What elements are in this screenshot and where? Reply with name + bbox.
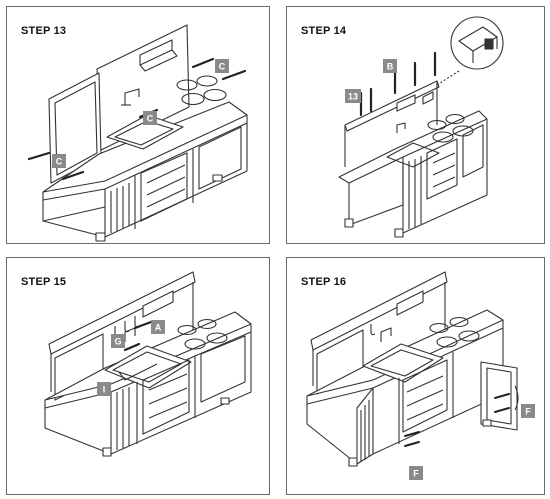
part-label-g: G bbox=[111, 334, 125, 348]
step-15-illustration: G A I bbox=[44, 271, 252, 457]
svg-text:B: B bbox=[387, 62, 394, 72]
svg-text:F: F bbox=[413, 469, 419, 479]
part-label-c: C bbox=[143, 111, 157, 125]
step-14-illustration: B 13 bbox=[338, 16, 504, 238]
part-label-c: C bbox=[52, 154, 66, 168]
part-label-b: B bbox=[383, 59, 397, 73]
svg-text:C: C bbox=[219, 62, 226, 72]
step-13-panel: STEP 13 bbox=[6, 6, 270, 244]
part-label-f: F bbox=[409, 466, 423, 480]
part-label-a: A bbox=[151, 320, 165, 334]
svg-text:C: C bbox=[147, 114, 154, 124]
part-label-i: I bbox=[97, 382, 111, 396]
svg-text:I: I bbox=[103, 385, 106, 395]
svg-text:13: 13 bbox=[348, 92, 358, 102]
svg-text:G: G bbox=[114, 337, 121, 347]
step-15-panel: STEP 15 bbox=[6, 257, 270, 495]
step-13-illustration: C C C bbox=[27, 24, 248, 242]
step-16-illustration: F F bbox=[306, 271, 535, 480]
step-title: STEP 14 bbox=[301, 25, 347, 37]
part-label-c: C bbox=[215, 59, 229, 73]
svg-text:A: A bbox=[155, 323, 162, 333]
step-14-panel: STEP 14 bbox=[286, 6, 545, 244]
svg-text:F: F bbox=[525, 407, 531, 417]
part-label-f: F bbox=[521, 404, 535, 418]
step-title: STEP 15 bbox=[21, 276, 67, 288]
step-title: STEP 13 bbox=[21, 25, 67, 37]
svg-text:C: C bbox=[56, 157, 63, 167]
step-title: STEP 16 bbox=[301, 276, 347, 288]
step-16-panel: STEP 16 bbox=[286, 257, 545, 495]
part-label-13: 13 bbox=[345, 89, 361, 103]
